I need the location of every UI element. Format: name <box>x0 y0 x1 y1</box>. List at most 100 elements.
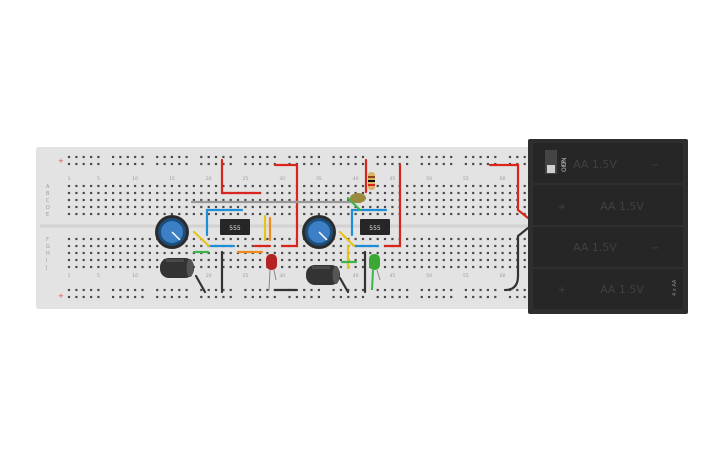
rail-hole[interactable] <box>288 155 291 159</box>
breadboard-hole[interactable] <box>148 258 151 262</box>
breadboard-hole[interactable] <box>332 198 335 202</box>
breadboard-hole[interactable] <box>214 184 218 188</box>
breadboard-hole[interactable] <box>464 191 467 195</box>
breadboard-hole[interactable] <box>281 212 284 216</box>
rail-hole[interactable] <box>170 288 173 292</box>
breadboard-hole[interactable] <box>413 191 416 195</box>
breadboard-hole[interactable] <box>222 198 225 202</box>
breadboard-hole[interactable] <box>406 258 409 262</box>
breadboard-hole[interactable] <box>104 198 107 202</box>
breadboard-hole[interactable] <box>119 251 122 255</box>
breadboard-hole[interactable] <box>369 212 372 216</box>
breadboard-hole[interactable] <box>464 258 467 262</box>
breadboard-hole[interactable] <box>339 237 342 241</box>
breadboard-hole[interactable] <box>90 251 93 255</box>
breadboard-hole[interactable] <box>97 265 100 269</box>
rail-hole[interactable] <box>347 288 350 292</box>
breadboard-hole[interactable] <box>435 184 438 188</box>
rail-hole[interactable] <box>361 295 365 299</box>
breadboard-hole[interactable] <box>273 191 276 195</box>
breadboard-hole[interactable] <box>486 251 489 255</box>
breadboard-hole[interactable] <box>259 184 262 188</box>
rail-hole[interactable] <box>472 295 475 299</box>
rail-hole[interactable] <box>486 162 489 166</box>
rail-hole[interactable] <box>406 288 409 292</box>
breadboard-hole[interactable] <box>325 184 328 188</box>
rail-hole[interactable] <box>442 288 445 292</box>
breadboard-hole[interactable] <box>428 212 431 216</box>
breadboard-hole[interactable] <box>141 191 144 195</box>
breadboard-hole[interactable] <box>376 237 379 241</box>
rail-hole[interactable] <box>339 295 342 299</box>
breadboard-hole[interactable] <box>442 251 445 255</box>
breadboard-hole[interactable] <box>354 251 357 255</box>
breadboard-hole[interactable] <box>435 205 438 209</box>
breadboard-hole[interactable] <box>354 212 357 216</box>
rail-hole[interactable] <box>523 295 526 299</box>
breadboard-hole[interactable] <box>222 251 225 255</box>
breadboard-hole[interactable] <box>325 251 328 255</box>
rail-hole[interactable] <box>134 162 137 166</box>
breadboard-hole[interactable] <box>442 191 445 195</box>
breadboard-hole[interactable] <box>450 191 453 195</box>
rail-hole[interactable] <box>420 288 423 292</box>
breadboard-hole[interactable] <box>273 205 276 209</box>
breadboard-hole[interactable] <box>148 265 151 269</box>
breadboard-hole[interactable] <box>156 212 159 216</box>
breadboard-hole[interactable] <box>251 184 254 188</box>
rail-hole[interactable] <box>479 155 482 159</box>
breadboard-hole[interactable] <box>207 198 210 202</box>
rail-hole[interactable] <box>347 155 350 159</box>
potentiometer-left[interactable] <box>155 215 189 249</box>
breadboard-hole[interactable] <box>259 212 262 216</box>
breadboard-hole[interactable] <box>148 191 151 195</box>
breadboard-hole[interactable] <box>450 265 453 269</box>
rail-hole[interactable] <box>523 288 526 292</box>
rail-hole[interactable] <box>112 295 115 299</box>
rail-hole[interactable] <box>383 295 387 299</box>
breadboard-hole[interactable] <box>361 191 365 195</box>
breadboard-hole[interactable] <box>185 205 188 209</box>
breadboard-hole[interactable] <box>192 237 195 241</box>
breadboard-hole[interactable] <box>207 184 210 188</box>
breadboard-hole[interactable] <box>457 251 460 255</box>
breadboard-hole[interactable] <box>104 251 107 255</box>
breadboard-hole[interactable] <box>97 244 100 248</box>
rail-hole[interactable] <box>185 162 188 166</box>
breadboard-hole[interactable] <box>222 184 225 188</box>
breadboard-hole[interactable] <box>134 244 137 248</box>
breadboard-hole[interactable] <box>200 258 203 262</box>
breadboard-hole[interactable] <box>170 191 173 195</box>
rail-hole[interactable] <box>310 162 313 166</box>
breadboard-hole[interactable] <box>383 265 387 269</box>
breadboard-hole[interactable] <box>148 251 151 255</box>
breadboard-hole[interactable] <box>310 205 313 209</box>
breadboard-hole[interactable] <box>244 244 247 248</box>
rail-hole[interactable] <box>464 288 467 292</box>
rail-hole[interactable] <box>207 162 210 166</box>
breadboard-hole[interactable] <box>428 184 431 188</box>
breadboard-hole[interactable] <box>156 244 159 248</box>
breadboard-hole[interactable] <box>383 184 387 188</box>
breadboard-hole[interactable] <box>156 184 159 188</box>
breadboard-hole[interactable] <box>126 184 129 188</box>
breadboard-hole[interactable] <box>229 251 232 255</box>
breadboard-hole[interactable] <box>273 198 276 202</box>
breadboard-hole[interactable] <box>457 198 460 202</box>
breadboard-hole[interactable] <box>119 184 122 188</box>
rail-hole[interactable] <box>141 155 144 159</box>
breadboard-hole[interactable] <box>339 212 342 216</box>
breadboard-hole[interactable] <box>325 198 328 202</box>
wire-yellow-1[interactable] <box>192 230 211 248</box>
rail-hole[interactable] <box>494 288 497 292</box>
rail-hole[interactable] <box>156 288 159 292</box>
rail-hole[interactable] <box>222 295 225 299</box>
breadboard-hole[interactable] <box>90 198 93 202</box>
breadboard-hole[interactable] <box>398 258 401 262</box>
breadboard-hole[interactable] <box>472 265 475 269</box>
breadboard-hole[interactable] <box>259 198 262 202</box>
rail-hole[interactable] <box>266 155 269 159</box>
rail-hole[interactable] <box>435 155 438 159</box>
breadboard-hole[interactable] <box>200 198 203 202</box>
